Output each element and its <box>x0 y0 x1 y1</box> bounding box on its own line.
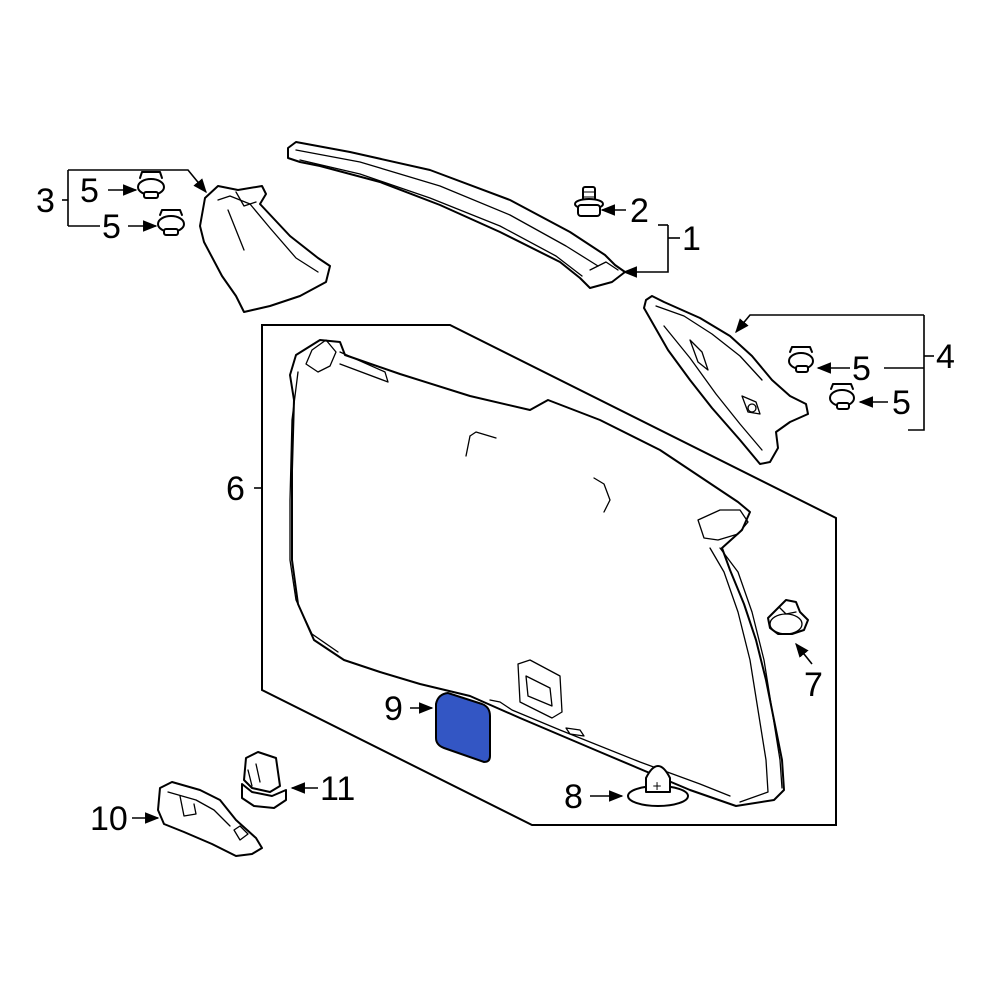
part-4-right-pillar-trim[interactable] <box>643 295 809 465</box>
part-7-push-clip[interactable] <box>767 599 809 635</box>
callout-2: 2 <box>630 192 649 230</box>
callout-4: 4 <box>936 338 955 376</box>
part-3-left-pillar-trim[interactable] <box>199 185 331 313</box>
part-6-frame <box>261 324 837 826</box>
callout-9: 9 <box>384 690 403 728</box>
callouts: 1 2 3 5 5 4 5 5 6 7 8 9 10 11 <box>36 172 955 838</box>
callout-3: 3 <box>36 182 55 220</box>
part-5-clip-right-bottom[interactable] <box>829 383 855 410</box>
part-1-upper-garnish[interactable] <box>287 141 626 289</box>
callout-10: 10 <box>90 800 128 838</box>
part-11-retainer[interactable] <box>241 751 287 809</box>
part-9-pad-highlighted[interactable] <box>435 691 491 764</box>
callout-11: 11 <box>320 770 355 808</box>
part-5-clip-left-top[interactable] <box>137 171 165 199</box>
part-5-clip-left-bottom[interactable] <box>157 209 185 236</box>
callout-5-right-bottom: 5 <box>892 384 911 422</box>
part-5-clip-right-top[interactable] <box>788 346 814 373</box>
callout-6: 6 <box>226 470 245 508</box>
part-2-bolt[interactable] <box>574 186 604 217</box>
callout-8: 8 <box>564 778 583 816</box>
callout-5-right-top: 5 <box>852 350 871 388</box>
callout-5-left-bottom: 5 <box>102 208 121 246</box>
svg-text:+: + <box>652 779 662 793</box>
callout-7: 7 <box>804 666 823 704</box>
part-6-liftgate-trim-panel[interactable] <box>289 339 785 807</box>
callout-5-left-top: 5 <box>80 172 99 210</box>
part-10-bracket[interactable] <box>157 781 263 857</box>
part-8-clip[interactable]: + <box>627 765 689 807</box>
leader-lines <box>62 169 934 824</box>
callout-1: 1 <box>682 220 701 258</box>
